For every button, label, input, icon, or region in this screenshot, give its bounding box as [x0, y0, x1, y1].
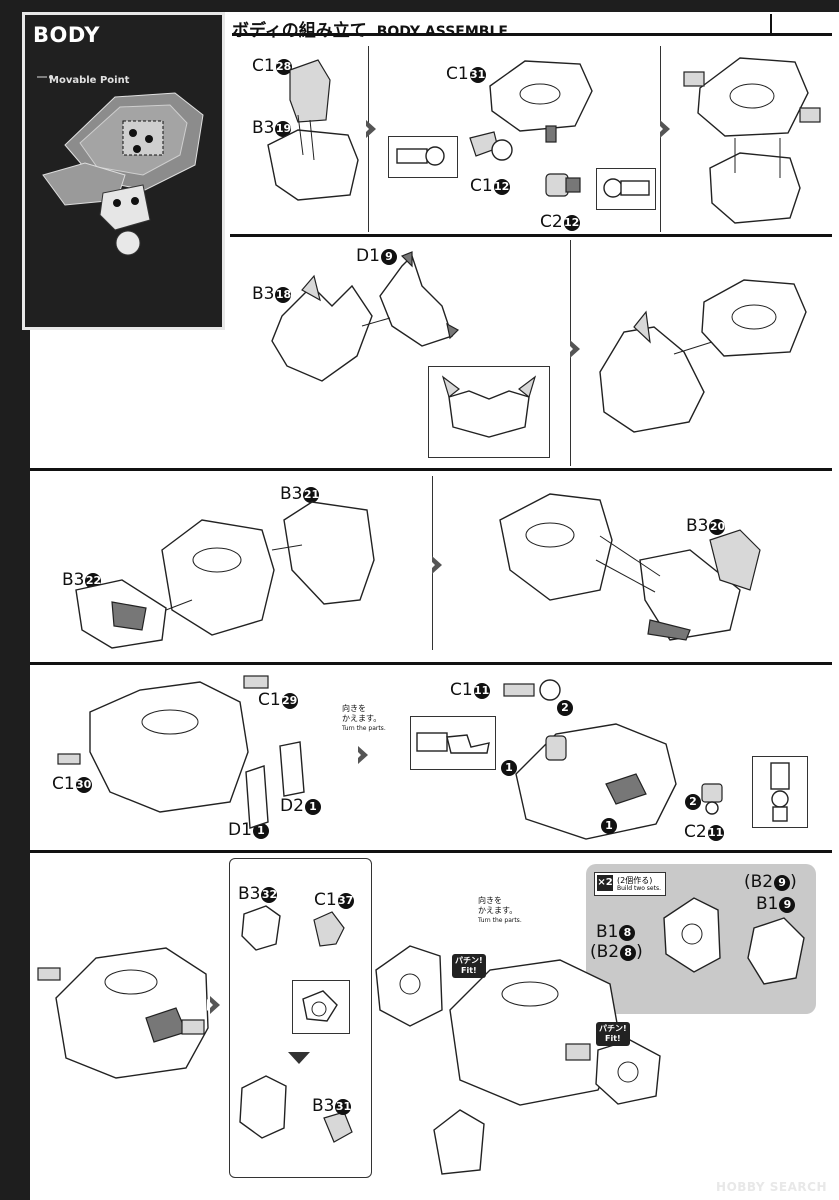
section-rule	[30, 468, 832, 471]
step-arrow	[429, 556, 442, 574]
detail-box-c1-11	[410, 716, 496, 770]
step-num-2: 2	[556, 700, 573, 716]
step-arrow	[355, 746, 368, 764]
step-arrow	[207, 996, 220, 1014]
detail-box-c1-12	[388, 136, 458, 178]
down-arrow	[288, 1052, 310, 1064]
header-title-jp: ボディの組み立て	[232, 21, 367, 41]
label-c1-31: C131	[446, 64, 486, 84]
step1-result	[683, 57, 821, 224]
label-b3-31: B331	[312, 1096, 352, 1116]
body-section-box: BODY Movable Point	[22, 12, 225, 330]
label-c1-30: C130	[52, 774, 92, 794]
detail-box-c2-11	[752, 756, 808, 828]
divider	[368, 46, 369, 232]
step1-part-frame	[489, 60, 593, 143]
step5-body-left	[37, 947, 209, 1079]
part-c1-11	[503, 679, 561, 701]
header-rule	[232, 33, 832, 36]
fit-badge-2: パチン!Fit!	[596, 1022, 630, 1046]
section-rule	[30, 850, 832, 853]
movable-point-label: Movable Point	[49, 75, 130, 86]
watermark: HOBBY SEARCH	[716, 1180, 827, 1194]
step-num-1b: 1	[600, 818, 617, 834]
header-tick	[770, 14, 772, 36]
step3-right-parts	[499, 493, 761, 641]
step4-left-parts	[57, 675, 305, 829]
label-b3-20: B320	[686, 516, 726, 536]
label-c2-12: C212	[540, 212, 580, 232]
step1-part-torso-a	[267, 59, 359, 201]
label-c1-29: C129	[258, 690, 298, 710]
label-c1-28: C128	[252, 56, 292, 76]
build-two-badge: ×2 (2個作る) Build two sets.	[594, 872, 666, 896]
label-b3-21: B321	[280, 484, 320, 504]
step-arrow	[567, 340, 580, 358]
top-border	[0, 0, 839, 12]
step-num-2b: 2	[684, 794, 701, 810]
label-c1-11: C111	[450, 680, 490, 700]
step3-left-parts	[75, 501, 375, 649]
divider	[660, 46, 661, 232]
label-b3-18: B318	[252, 284, 292, 304]
part-c2-12	[545, 173, 581, 197]
detail-box-c1-37	[292, 980, 350, 1034]
step2-parts	[271, 251, 459, 382]
step4-right-body	[515, 723, 677, 840]
step2-result	[599, 279, 807, 433]
label-b3-32: B332	[238, 884, 278, 904]
section-rule	[30, 662, 832, 665]
part-c1-12	[469, 131, 513, 161]
label-c1-12: C112	[470, 176, 510, 196]
movable-point-illustration	[37, 75, 204, 256]
label-b3-22: B322	[62, 570, 102, 590]
step-num-1: 1	[500, 760, 517, 776]
left-border-lower	[0, 330, 30, 1200]
sub-step-parts-top	[241, 905, 345, 951]
label-b3-19: B319	[252, 118, 292, 138]
section-title: BODY	[33, 23, 100, 47]
step-arrow	[363, 120, 376, 138]
turn-note-2: 向きを かえます。 Turn the parts.	[478, 896, 522, 924]
label-c1-37: C137	[314, 890, 354, 910]
detail-box-d1-9	[428, 366, 550, 458]
step5-assembly	[375, 945, 661, 1175]
part-c2-11	[701, 783, 723, 815]
label-c2-11: C211	[684, 822, 724, 842]
header-title-en: BODY ASSEMBLE	[376, 24, 508, 40]
fit-badge-1: パチン!Fit!	[452, 954, 486, 978]
turn-note: 向きを かえます。 Turn the parts.	[342, 704, 386, 732]
sub-step-parts-bottom	[239, 1075, 353, 1143]
step-arrow	[657, 120, 670, 138]
detail-box-c2-12	[596, 168, 656, 210]
section-rule	[230, 234, 832, 237]
